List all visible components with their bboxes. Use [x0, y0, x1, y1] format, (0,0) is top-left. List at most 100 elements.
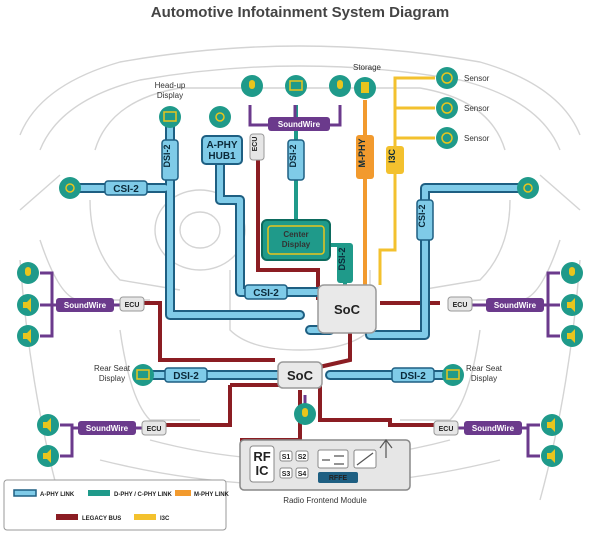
bus-label-dsi2-top-mid: DSI-2 [287, 139, 305, 181]
rear-display-icon-left [132, 364, 154, 386]
svg-text:Center: Center [283, 230, 308, 239]
ecu-bottom-right: ECU [433, 420, 459, 436]
svg-text:SoundWire: SoundWire [86, 424, 129, 433]
label-head-up-2: Display [157, 91, 183, 100]
soc-main: SoC [317, 284, 377, 334]
svg-text:CSI-2: CSI-2 [253, 288, 279, 299]
legend-item-legacy: LEGACY BUS [56, 514, 121, 522]
svg-text:M-PHY LINK: M-PHY LINK [194, 492, 230, 498]
speaker-icon-left-1 [17, 294, 39, 316]
label-sensor-1: Sensor [464, 74, 490, 83]
bus-label-dsi2-center: DSI-2 [337, 243, 353, 283]
switch-s3: S3 [282, 471, 291, 478]
svg-text:I3C: I3C [160, 516, 170, 522]
label-rear-right-2: Display [471, 374, 497, 383]
svg-text:SoundWire: SoundWire [472, 424, 515, 433]
ecu-left: ECU [119, 296, 145, 312]
svg-text:DSI-2: DSI-2 [288, 144, 298, 167]
label-rear-left-2: Display [99, 374, 125, 383]
soundwire-label-bottom-right: SoundWire [464, 421, 522, 435]
label-storage: Storage [353, 63, 382, 72]
switch-s4: S4 [298, 471, 307, 478]
svg-text:HUB1: HUB1 [208, 151, 236, 162]
soundwire-label-right: SoundWire [486, 298, 544, 312]
svg-text:D-PHY / C-PHY LINK: D-PHY / C-PHY LINK [114, 492, 172, 498]
label-sensor-2: Sensor [464, 104, 490, 113]
svg-text:A-PHY: A-PHY [206, 140, 237, 151]
sensor-icon-2 [436, 97, 458, 119]
svg-text:CSI-2: CSI-2 [113, 184, 139, 195]
camera-icon-left [59, 177, 81, 199]
label-sensor-3: Sensor [464, 134, 490, 143]
bus-label-csi2-left: CSI-2 [104, 180, 148, 196]
bus-label-mphy: M-PHY [356, 135, 374, 179]
label-rear-right-1: Rear Seat [466, 364, 503, 373]
label-rear-left-1: Rear Seat [94, 364, 131, 373]
svg-text:ECU: ECU [147, 426, 162, 433]
diagram-title: Automotive Infotainment System Diagram [151, 4, 449, 21]
display-icon-top [285, 75, 307, 97]
svg-text:A-PHY LINK: A-PHY LINK [40, 492, 75, 498]
camera-icon-right [517, 177, 539, 199]
svg-text:ECU: ECU [453, 302, 468, 309]
microphone-icon-right [561, 262, 583, 284]
radio-frontend-module: RF IC S1 S2 S3 S4 RFFE [239, 439, 411, 491]
svg-text:DSI-2: DSI-2 [400, 371, 426, 382]
ecu-bottom-left: ECU [141, 420, 167, 436]
bus-label-dsi2-top-left: DSI-2 [161, 139, 179, 181]
rffe-label: RFFE [329, 475, 348, 482]
svg-text:CSI-2: CSI-2 [417, 204, 427, 227]
microphone-icon-top-2 [329, 75, 351, 97]
svg-text:M-PHY: M-PHY [357, 139, 367, 168]
ecu-right: ECU [447, 296, 473, 312]
svg-text:ECU: ECU [252, 137, 259, 152]
svg-text:SoundWire: SoundWire [64, 301, 107, 310]
microphone-icon-top-1 [241, 75, 263, 97]
speaker-icon-bottom-right-2 [541, 445, 563, 467]
speaker-icon-left-2 [17, 325, 39, 347]
svg-text:SoC: SoC [334, 302, 361, 317]
soundwire-label-left: SoundWire [56, 298, 114, 312]
legend-item-mphy: M-PHY LINK [175, 490, 230, 498]
bus-label-csi2-center: CSI-2 [244, 284, 288, 300]
legend-item-aphy: A-PHY LINK [13, 489, 75, 498]
head-up-display-icon [159, 106, 181, 128]
svg-text:I3C: I3C [387, 149, 397, 164]
center-display: Center Display [261, 219, 331, 261]
legend: A-PHY LINK D-PHY / C-PHY LINK M-PHY LINK… [3, 479, 230, 531]
svg-text:DSI-2: DSI-2 [162, 144, 172, 167]
switch-s1: S1 [282, 454, 291, 461]
svg-text:SoundWire: SoundWire [278, 120, 321, 129]
i3c-link [378, 76, 435, 285]
device-icons [17, 67, 583, 467]
bus-label-dsi2-rear-right: DSI-2 [391, 367, 435, 383]
rear-display-icon-right [442, 364, 464, 386]
svg-text:DSI-2: DSI-2 [337, 247, 347, 270]
rf-ic-label-1: RF [253, 449, 270, 464]
legend-item-i3c: I3C [134, 514, 170, 522]
sensor-icon-1 [436, 67, 458, 89]
svg-text:SoundWire: SoundWire [494, 301, 537, 310]
legend-item-dphy: D-PHY / C-PHY LINK [88, 490, 172, 498]
svg-text:DSI-2: DSI-2 [173, 371, 199, 382]
microphone-icon-left [17, 262, 39, 284]
switch-s2: S2 [298, 454, 307, 461]
bus-label-csi2-right: CSI-2 [416, 199, 434, 241]
aphy-hub: A-PHY HUB1 [201, 135, 243, 165]
svg-text:LEGACY BUS: LEGACY BUS [82, 516, 121, 522]
speaker-icon-bottom-left-2 [37, 445, 59, 467]
camera-icon-top [209, 106, 231, 128]
soc-secondary: SoC [277, 361, 323, 389]
svg-text:ECU: ECU [125, 302, 140, 309]
svg-text:ECU: ECU [439, 426, 454, 433]
speaker-icon-bottom-left-1 [37, 414, 59, 436]
sensor-icon-3 [436, 127, 458, 149]
microphone-icon-rear [294, 403, 316, 425]
speaker-icon-right-2 [561, 325, 583, 347]
label-head-up-1: Head-up [155, 81, 186, 90]
svg-text:Display: Display [282, 240, 311, 249]
storage-icon [354, 77, 376, 99]
ecu-top: ECU [249, 133, 265, 161]
svg-text:SoC: SoC [287, 368, 314, 383]
